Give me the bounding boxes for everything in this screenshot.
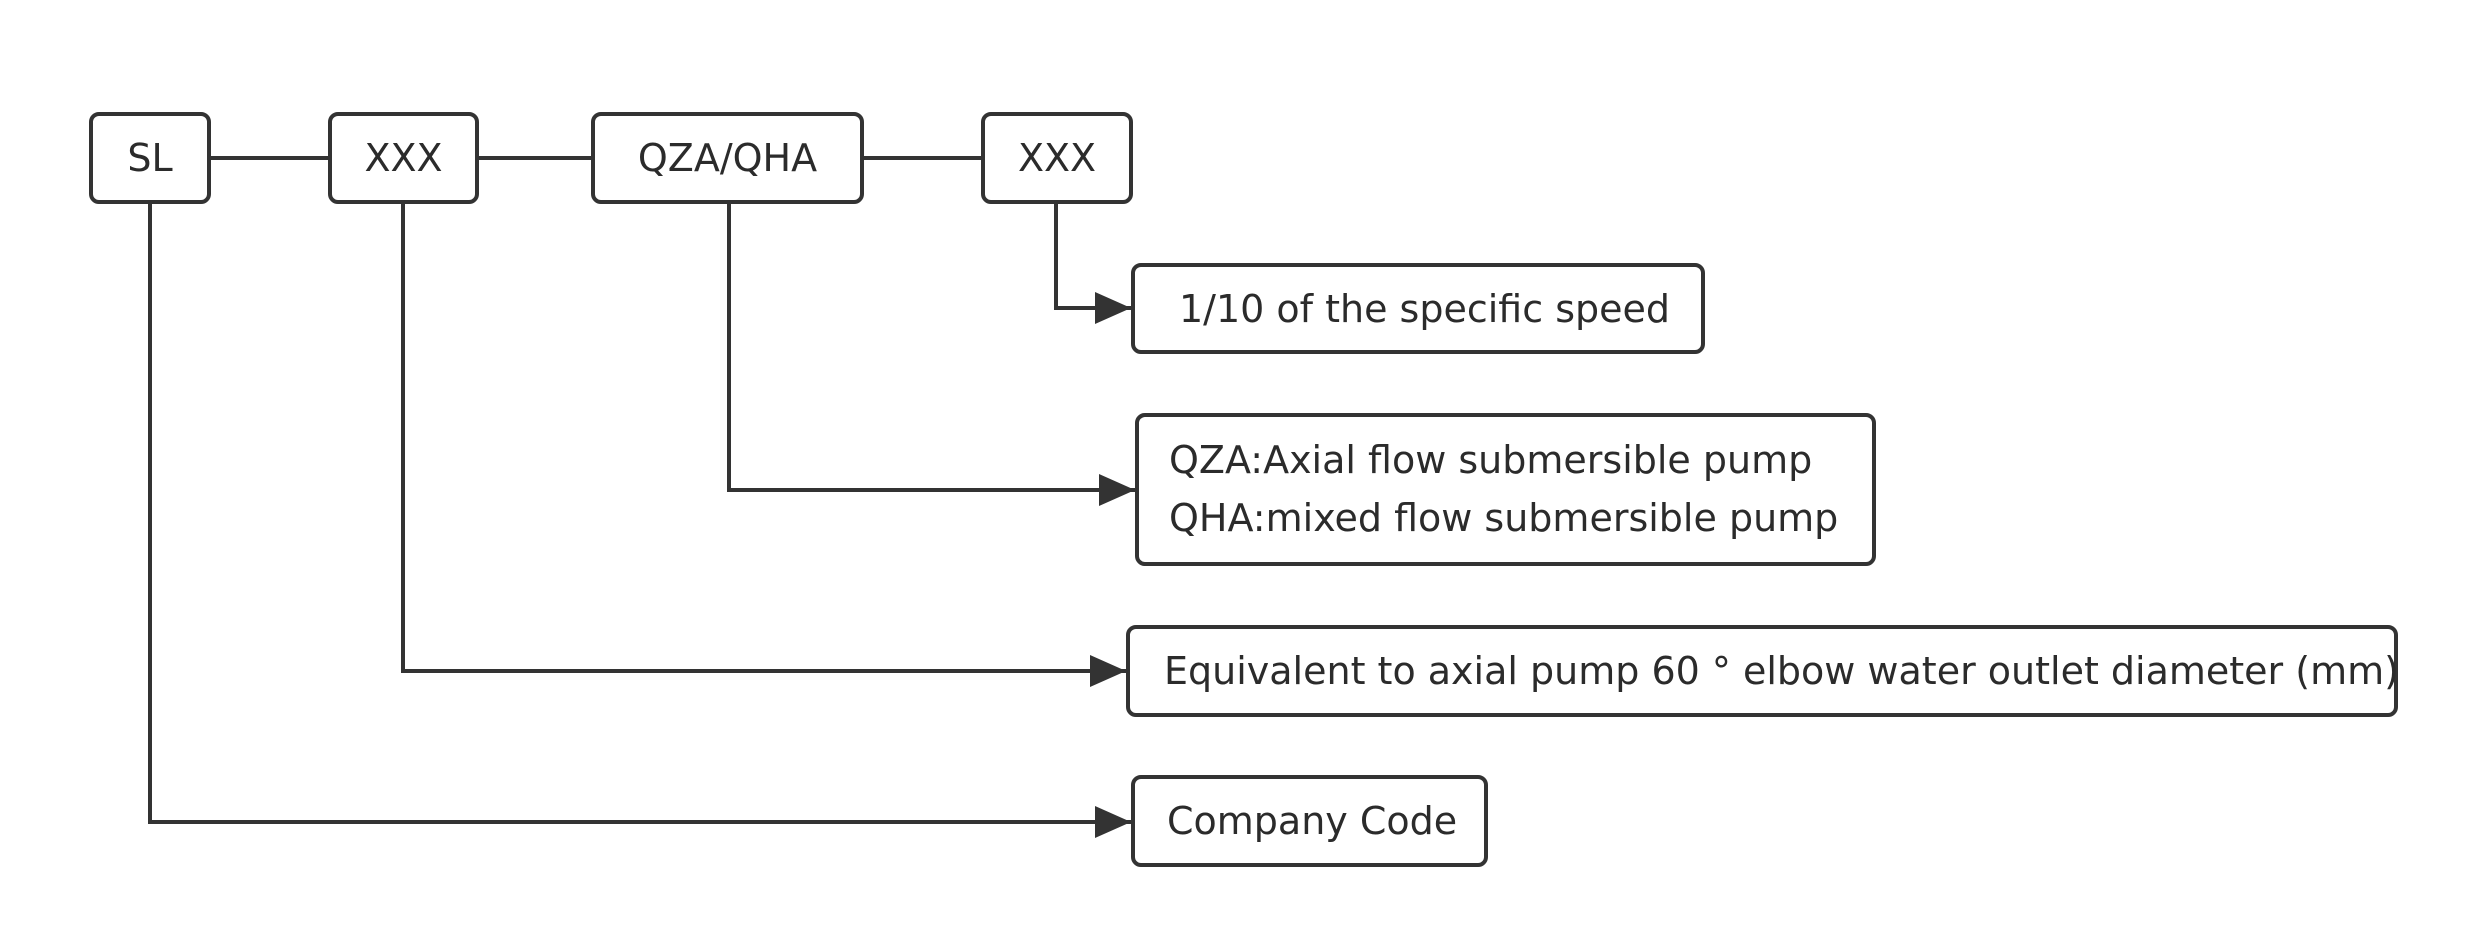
code-box-sl: SL xyxy=(89,112,211,204)
arrow-qza-to-pump-type xyxy=(727,204,1135,506)
description-company-code: Company Code xyxy=(1167,799,1458,843)
code-label-qza-qha: QZA/QHA xyxy=(637,136,818,180)
description-box-company-code: Company Code xyxy=(1131,775,1488,867)
code-box-qza-qha: QZA/QHA xyxy=(591,112,864,204)
arrow-xxx-to-specific-speed xyxy=(1054,204,1131,324)
code-label-xxx-diameter: XXX xyxy=(364,136,443,180)
arrow-xxx-to-outlet-diameter xyxy=(401,204,1126,687)
arrow-sl-to-company-code xyxy=(148,204,1131,838)
code-label-sl: SL xyxy=(127,136,173,180)
description-pump-type-qza: QZA:Axial flow submersible pump xyxy=(1169,437,1813,482)
description-outlet-diameter: Equivalent to axial pump 60 ° elbow wate… xyxy=(1164,649,2399,693)
code-box-xxx-speed: XXX xyxy=(981,112,1133,204)
description-box-specific-speed: 1/10 of the specific speed xyxy=(1131,263,1705,354)
description-box-outlet-diameter: Equivalent to axial pump 60 ° elbow wate… xyxy=(1126,625,2399,717)
code-box-xxx-diameter: XXX xyxy=(328,112,479,204)
description-box-pump-type: QZA:Axial flow submersible pump QHA:mixe… xyxy=(1135,413,1876,566)
description-pump-type-qha: QHA:mixed flow submersible pump xyxy=(1169,495,1839,540)
description-specific-speed: 1/10 of the specific speed xyxy=(1179,286,1671,331)
code-label-xxx-speed: XXX xyxy=(1017,136,1097,180)
